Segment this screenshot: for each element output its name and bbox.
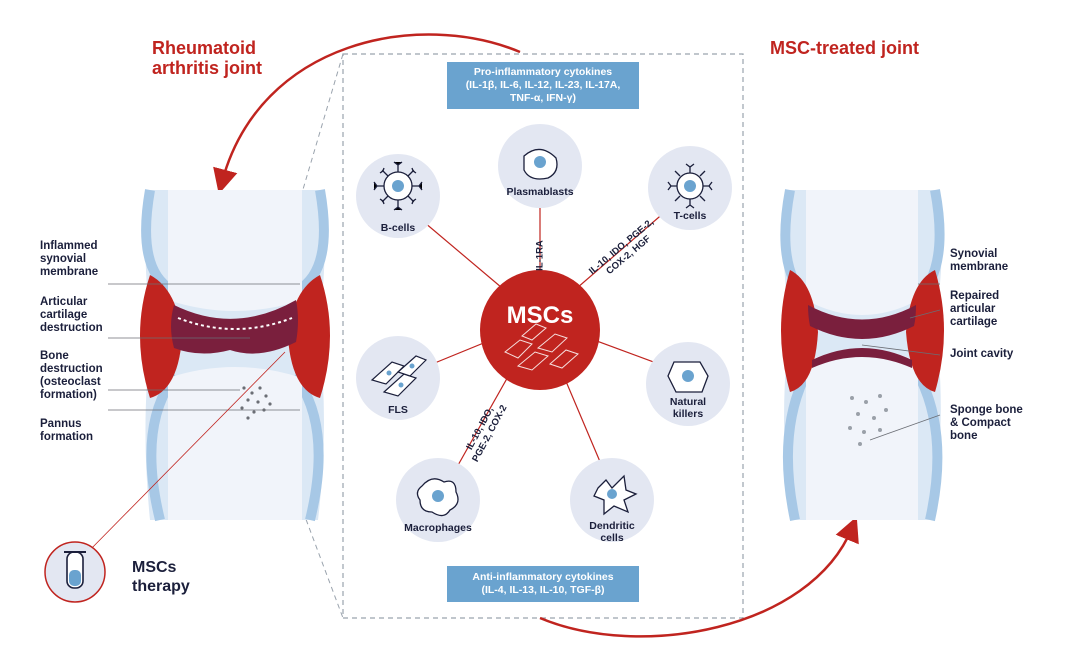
msc-center: [480, 270, 600, 390]
label-fls: FLS: [388, 404, 408, 416]
cell-macrophages: [396, 458, 480, 542]
ra-synovium-left: [140, 275, 182, 398]
label-joint-cavity: Joint cavity: [950, 348, 1014, 360]
ra-synovium-right: [288, 275, 330, 398]
arrow-to-ra-joint: [213, 33, 521, 195]
label-b-cells: B-cells: [380, 222, 416, 234]
pro-inflammatory-box: Pro-inflammatory cytokines(IL-1β, IL-6, …: [447, 62, 639, 109]
title-ra-joint: Rheumatoid arthritis joint: [152, 38, 263, 78]
cell-t-cells: [648, 146, 732, 230]
msc-label: MSCs: [506, 302, 574, 329]
cell-b-cells: [356, 154, 440, 238]
treated-joint: [780, 189, 945, 522]
cell-plasmablasts: [498, 124, 582, 208]
label-t-cells: T-cells: [673, 210, 707, 222]
label-macrophages: Macrophages: [404, 522, 472, 534]
cell-natural-killers: [646, 342, 730, 426]
label-il1ra: IL-1RA: [534, 240, 546, 271]
cell-dendritic: [570, 458, 654, 542]
ra-joint: [140, 189, 330, 522]
anti-inflammatory-box: Anti-inflammatory cytokines(IL-4, IL-13,…: [447, 566, 639, 602]
ra-cartilage-damage: [171, 300, 298, 354]
label-plasmablasts: Plasmablasts: [506, 186, 574, 198]
therapy-tube-icon: [44, 541, 106, 603]
title-treated-joint: MSC-treated joint: [770, 38, 920, 58]
cell-fls: [356, 336, 440, 420]
ra-upper-bone: [168, 190, 302, 311]
arrow-to-treated-joint: [539, 516, 859, 638]
ra-lower-bone: [168, 367, 302, 520]
